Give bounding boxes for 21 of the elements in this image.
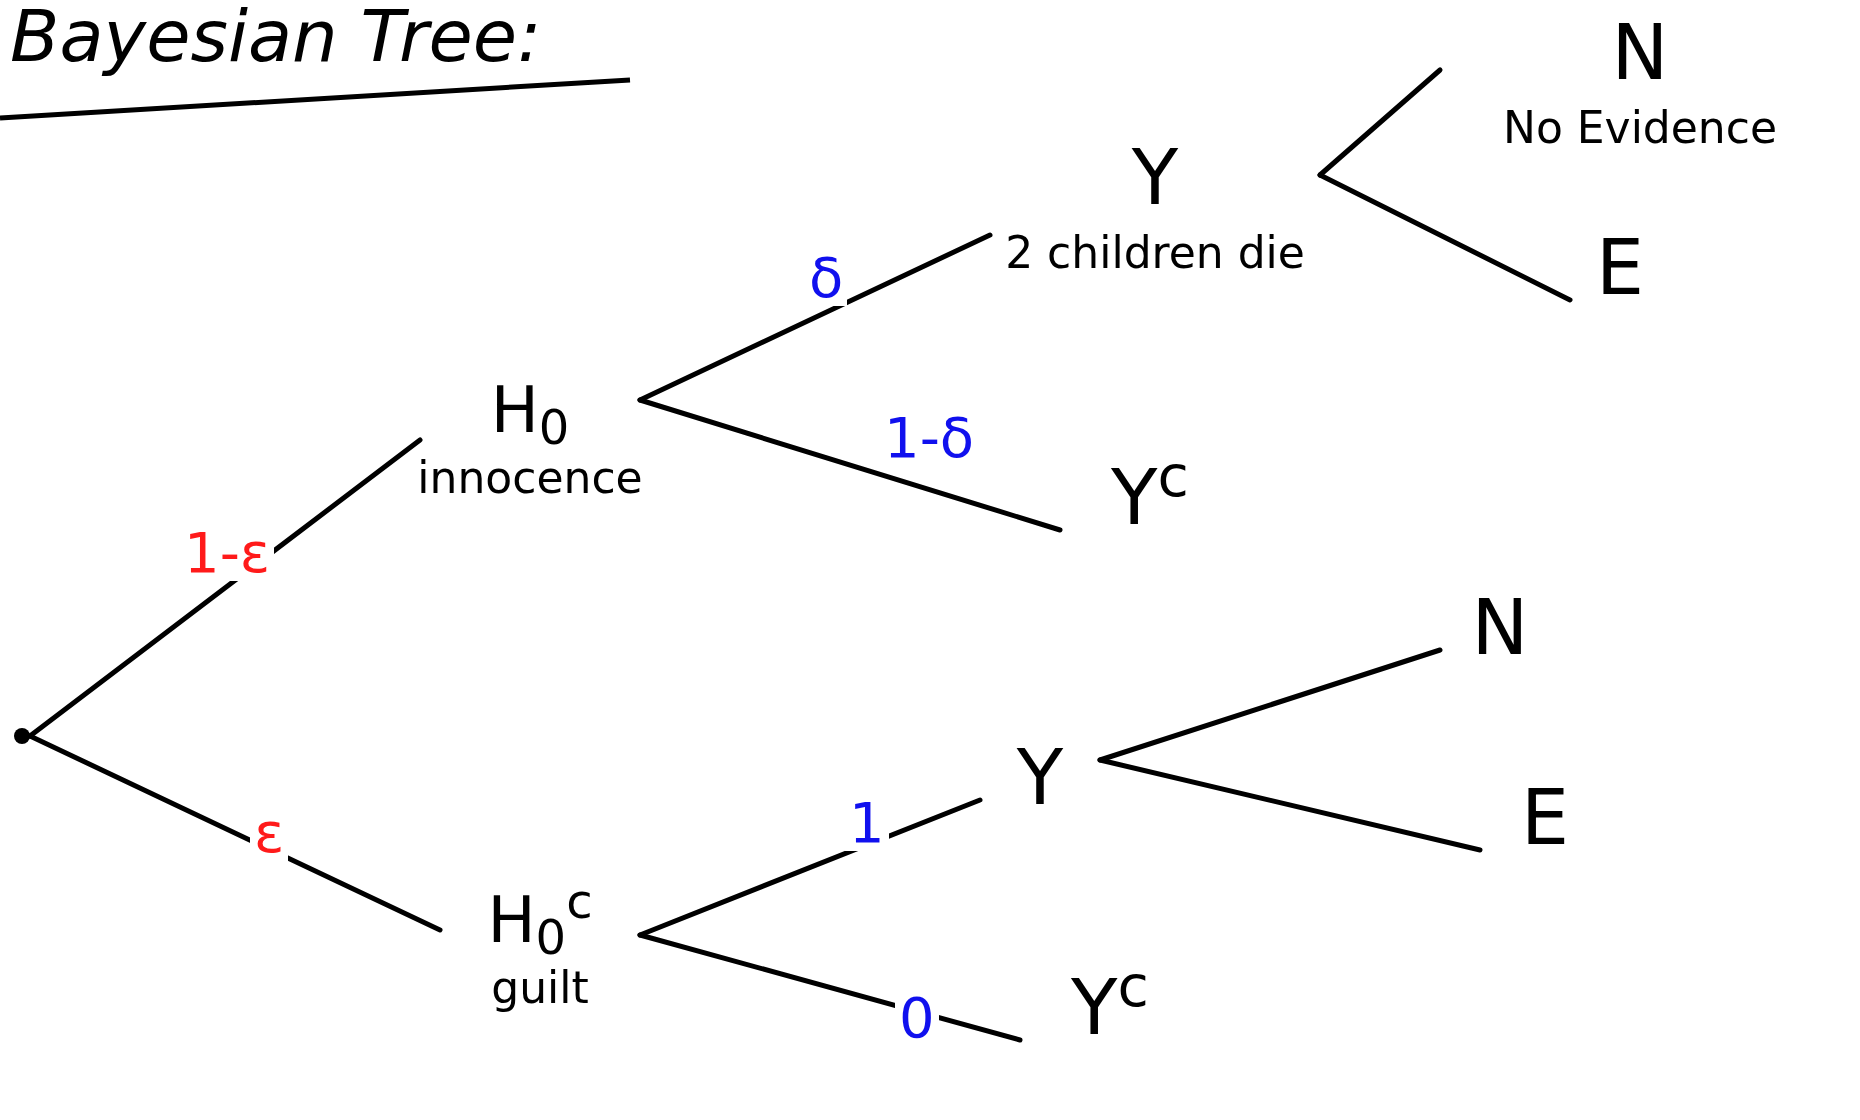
- outcome-caption: 2 children die: [1005, 226, 1305, 280]
- outcome-symbol: N: [1471, 582, 1529, 674]
- outcome-symbol: N: [1611, 7, 1669, 99]
- branch-line: [1097, 757, 1483, 853]
- branch-line: [1317, 172, 1573, 303]
- outcome-caption: innocence: [417, 451, 643, 505]
- branch-line: [1097, 647, 1443, 763]
- outcome-caption: guilt: [491, 961, 589, 1015]
- outcome-symbol: Y$^{c}$: [1111, 450, 1189, 544]
- branch-line: [637, 932, 1023, 1043]
- outcome-caption: No Evidence: [1502, 101, 1777, 155]
- outcome-symbol: E: [1521, 772, 1569, 864]
- outcome-symbol: Y: [1131, 132, 1179, 224]
- branch-line: [637, 397, 1063, 533]
- outcome-symbol: H$_{0}$: [490, 372, 570, 450]
- branch-line: [637, 232, 993, 403]
- outcome-symbol: Y: [1016, 732, 1064, 824]
- branch-line: [637, 797, 983, 938]
- outcome-symbol: E: [1596, 222, 1644, 314]
- branch-line: [27, 733, 443, 933]
- outcome-symbol: Y$^{c}$: [1071, 960, 1149, 1054]
